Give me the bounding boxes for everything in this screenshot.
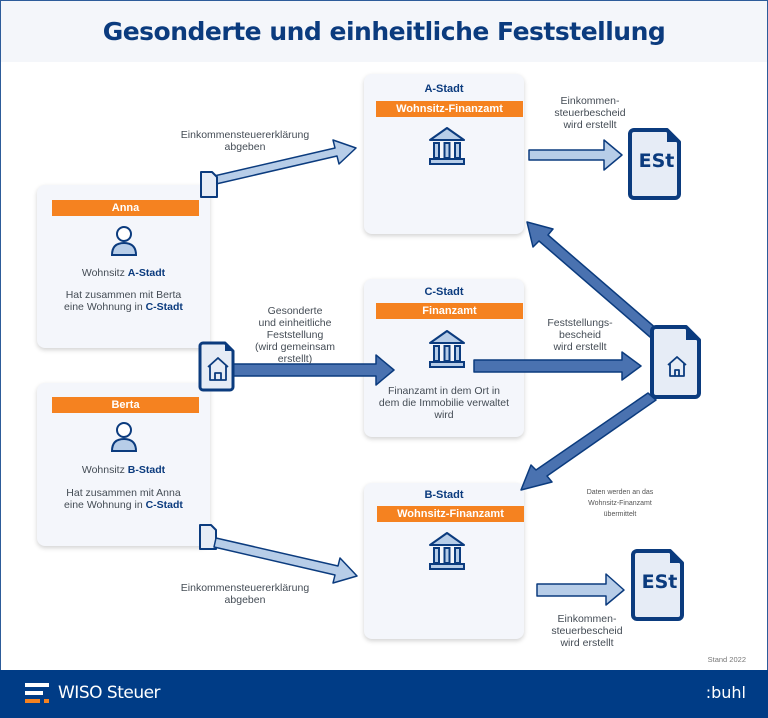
bank-building-icon: [429, 330, 465, 368]
house-icon: [667, 356, 687, 377]
arrow-anna-to-a-stadt: [213, 139, 357, 185]
shared-home-text: Hat zusammen mit Anna eine Wohnung in C-…: [64, 487, 183, 511]
person-name-anna: Anna: [52, 200, 199, 216]
company-logo: :buhl: [705, 683, 746, 702]
document-icon: [200, 171, 218, 198]
est-label-bottom: ESt: [641, 571, 678, 593]
office-city: C-Stadt: [424, 286, 464, 298]
office-label: Finanzamt: [376, 303, 523, 319]
office-card-a-stadt: A-Stadt Wohnsitz-Finanzamt: [364, 74, 524, 234]
footer: WISO Steuer :buhl: [0, 670, 768, 718]
est-document-icon: [631, 549, 684, 621]
stand-date: Stand 2022: [707, 655, 746, 664]
bank-building-icon: [429, 532, 465, 570]
shared-home-text: Hat zusammen mit Berta eine Wohnung in C…: [64, 289, 183, 313]
bank-building-icon: [429, 127, 465, 165]
est-document-icon: [628, 128, 681, 200]
person-name-berta: Berta: [52, 397, 199, 413]
residence-text: Wohnsitz B-Stadt: [81, 464, 166, 476]
person-icon: [110, 422, 138, 452]
office-description: Finanzamt in dem Ort in dem die Immobili…: [378, 385, 510, 421]
office-card-c-stadt: C-Stadt Finanzamt Finanzamt in dem Ort i…: [364, 279, 524, 437]
est-label-top: ESt: [638, 150, 675, 172]
person-card-anna: Anna Wohnsitz A-Stadt Hat zusammen mit B…: [37, 185, 210, 348]
office-city: A-Stadt: [424, 83, 464, 95]
house-icon: [207, 357, 229, 381]
header: Gesonderte und einheitliche Feststellung: [1, 1, 767, 62]
office-city: B-Stadt: [424, 489, 464, 501]
brand-name: WISO Steuer: [58, 683, 161, 703]
property-document-icon: [198, 341, 235, 392]
office-card-b-stadt: B-Stadt Wohnsitz-Finanzamt: [364, 483, 524, 639]
office-label: Wohnsitz-Finanzamt: [376, 101, 523, 117]
wiso-logo-icon: [25, 683, 49, 703]
person-card-berta: Berta Wohnsitz B-Stadt Hat zusammen mit …: [37, 383, 210, 546]
assessment-document-icon: [650, 325, 701, 399]
page-title: Gesonderte und einheitliche Feststellung: [102, 17, 666, 46]
office-label: Wohnsitz-Finanzamt: [377, 506, 524, 522]
residence-text: Wohnsitz A-Stadt: [81, 267, 166, 279]
person-icon: [110, 226, 138, 256]
